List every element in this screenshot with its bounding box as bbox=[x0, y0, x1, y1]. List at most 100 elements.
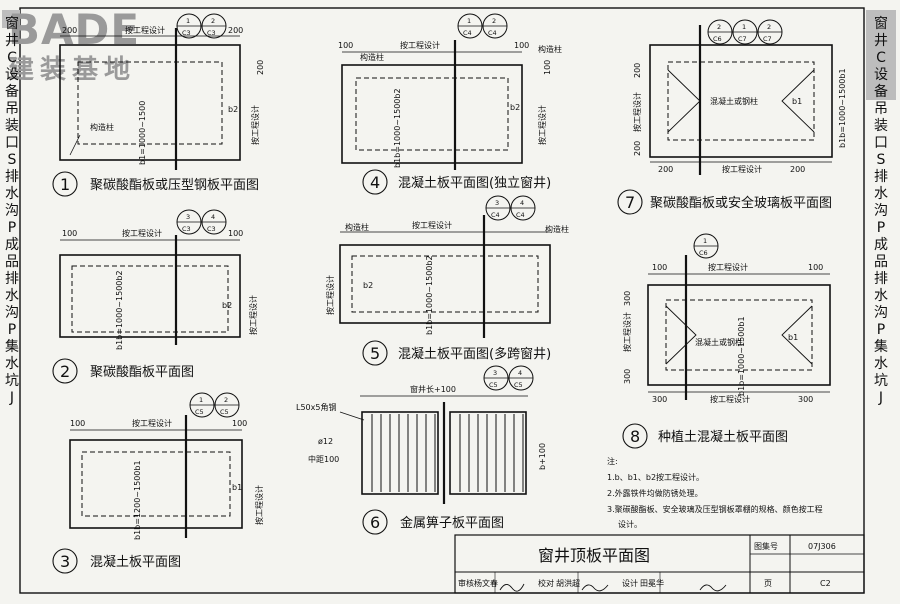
checker: 胡洪超 bbox=[556, 578, 580, 588]
caption-6-text: 金属箅子板平面图 bbox=[400, 515, 504, 531]
fig7-column-label: 混凝土或钢柱 bbox=[710, 96, 758, 106]
side-tab-char: 坑 bbox=[874, 373, 888, 389]
caption-5-text: 混凝土板平面图(多跨窗井) bbox=[398, 346, 551, 362]
side-tab-char: 井 bbox=[874, 33, 888, 49]
fig7-ref-bubble-1: 2 C6 bbox=[707, 19, 733, 45]
fig7-ref-bubble-3: 2 C7 bbox=[757, 19, 783, 45]
fig8-dim-300-right: 300 bbox=[798, 395, 813, 404]
side-tab-char: 排 bbox=[5, 169, 19, 185]
sheet-title: 窗井顶板平面图 bbox=[538, 546, 650, 565]
review-label: 审核 bbox=[458, 578, 474, 588]
side-tab-char: 沟 bbox=[874, 305, 888, 321]
reviewer: 杨文春 bbox=[474, 578, 498, 588]
svg-text:C5: C5 bbox=[195, 408, 204, 416]
fig3-ref-bubble-2: 2 C5 bbox=[214, 392, 240, 418]
side-tab-char: 吊 bbox=[874, 101, 888, 117]
caption-8: 8 种植土混凝土板平面图 bbox=[622, 423, 788, 449]
side-tab-char: 装 bbox=[874, 118, 888, 134]
caption-3-num: 3 bbox=[60, 552, 70, 571]
fig1-dim-b2: b2 bbox=[228, 105, 238, 114]
svg-text:C4: C4 bbox=[463, 29, 472, 37]
fig7-dim-200-left: 200 bbox=[658, 165, 673, 174]
fig6-spacing-label: 中距100 bbox=[308, 454, 339, 464]
fig1-project-design: 按工程设计 bbox=[125, 25, 165, 35]
title-block: 窗井顶板平面图 图集号 07J306 页 C2 审核 杨文春 校对 胡洪超 设计… bbox=[454, 534, 865, 594]
caption-1-num: 1 bbox=[60, 175, 70, 194]
side-tab-char: J bbox=[9, 390, 15, 406]
fig3-project-design-vert: 按工程设计 bbox=[254, 485, 264, 525]
fig5-ref-bubble-2: 4 C4 bbox=[510, 195, 536, 221]
fig8-dim-100-right: 100 bbox=[808, 263, 823, 272]
caption-1: 1 聚碳酸酯板或压型钢板平面图 bbox=[52, 171, 259, 197]
side-tab-char: 坑 bbox=[5, 373, 19, 389]
notes: 注: 1.b、b1、b2按工程设计。 2.外露铁件均做防锈处理。 3.聚碳酸酯板… bbox=[607, 456, 823, 529]
side-tab-char: S bbox=[7, 152, 17, 168]
fig2-outline bbox=[59, 254, 241, 338]
fig6-dim-b-plus-100: b+100 bbox=[538, 443, 547, 470]
fig7-dim-200-top: 200 bbox=[633, 63, 642, 78]
side-tab-char: P bbox=[876, 220, 886, 236]
fig2-project-design-vert: 按工程设计 bbox=[248, 295, 258, 335]
fig8-dim-b1b: b1b=1000~1500b1 bbox=[737, 316, 746, 396]
caption-7-num: 7 bbox=[625, 193, 635, 212]
side-tab-char: 沟 bbox=[874, 203, 888, 219]
side-tab-char: 成 bbox=[5, 237, 19, 253]
caption-4: 4 混凝土板平面图(独立窗井) bbox=[362, 169, 551, 195]
svg-text:C6: C6 bbox=[713, 35, 722, 43]
page-no: C2 bbox=[820, 579, 831, 588]
caption-8-num: 8 bbox=[630, 427, 640, 446]
fig3-dim-b1: b1 bbox=[232, 483, 242, 492]
caption-6-num: 6 bbox=[370, 513, 380, 532]
caption-4-text: 混凝土板平面图(独立窗井) bbox=[398, 175, 551, 191]
side-tab-char: 窗 bbox=[5, 16, 19, 32]
fig7-dim-200-right: 200 bbox=[790, 165, 805, 174]
fig8-project-design-top: 按工程设计 bbox=[708, 262, 748, 272]
fig1-dim-200-left: 200 bbox=[62, 26, 77, 35]
side-tab-char: 设 bbox=[874, 67, 888, 83]
page-label: 页 bbox=[764, 579, 772, 588]
svg-text:2: 2 bbox=[211, 17, 215, 25]
figure-1: 200 200 按工程设计 1 C3 2 C3 b1=1000~1500 按工程… bbox=[59, 13, 265, 170]
figure-5: 按工程设计 构造柱 构造柱 3 C4 4 C4 b1b=1000~1500b2 … bbox=[325, 195, 569, 338]
fig8-dim-b1: b1 bbox=[788, 333, 798, 342]
fig4-project-design: 按工程设计 bbox=[400, 40, 440, 50]
fig7-ref-bubble-2: 1 C7 bbox=[732, 19, 758, 45]
fig8-dim-300-bottom: 300 bbox=[623, 369, 632, 384]
svg-text:2: 2 bbox=[492, 17, 496, 25]
fig5-ref-bubble-1: 3 C4 bbox=[485, 195, 511, 221]
fig1-ref-bubble-2: 2 C3 bbox=[201, 13, 227, 39]
fig8-dim-300-top: 300 bbox=[623, 291, 632, 306]
fig4-dim-100-vert: 100 bbox=[543, 60, 552, 75]
design-label: 设计 bbox=[622, 578, 638, 588]
fig6-grate-right bbox=[449, 411, 527, 495]
fig2-ref-bubble-1: 3 C3 bbox=[176, 209, 202, 235]
designer-signature bbox=[699, 584, 727, 592]
fig7-project-design: 按工程设计 bbox=[722, 164, 762, 174]
side-tab-char: 成 bbox=[874, 237, 888, 253]
fig8-column-label: 混凝土或钢柱 bbox=[695, 337, 743, 347]
svg-text:4: 4 bbox=[520, 199, 524, 207]
fig3-dim-100-left: 100 bbox=[70, 419, 85, 428]
fig8-dim-100-left: 100 bbox=[652, 263, 667, 272]
note-3-cont: 设计。 bbox=[618, 519, 642, 529]
checker-signature bbox=[581, 584, 609, 592]
fig5-dim-b1b: b1b=1000~1500b2 bbox=[425, 255, 434, 335]
side-tab-char: 水 bbox=[5, 288, 19, 304]
svg-text:C7: C7 bbox=[738, 35, 747, 43]
fig8-outline bbox=[647, 284, 831, 386]
svg-text:1: 1 bbox=[703, 237, 707, 245]
sheet-border bbox=[19, 7, 865, 594]
fig7-dim-b1b: b1b=1000~1500b1 bbox=[838, 68, 847, 148]
side-tab-char: P bbox=[7, 322, 17, 338]
side-tab-char: 口 bbox=[874, 135, 888, 151]
figure-8: 混凝土或钢柱 b1 1 C6 100 100 按工程设计 300 300 按工程… bbox=[622, 233, 831, 404]
fig4-dim-100-right: 100 bbox=[514, 41, 529, 50]
side-tab-char: 水 bbox=[5, 186, 19, 202]
reviewer-signature bbox=[499, 583, 525, 592]
svg-text:1: 1 bbox=[467, 17, 471, 25]
svg-text:C5: C5 bbox=[489, 381, 498, 389]
fig3-outline bbox=[69, 439, 243, 529]
fig6-bar-label: ø12 bbox=[318, 437, 333, 446]
caption-5: 5 混凝土板平面图(多跨窗井) bbox=[362, 340, 551, 366]
